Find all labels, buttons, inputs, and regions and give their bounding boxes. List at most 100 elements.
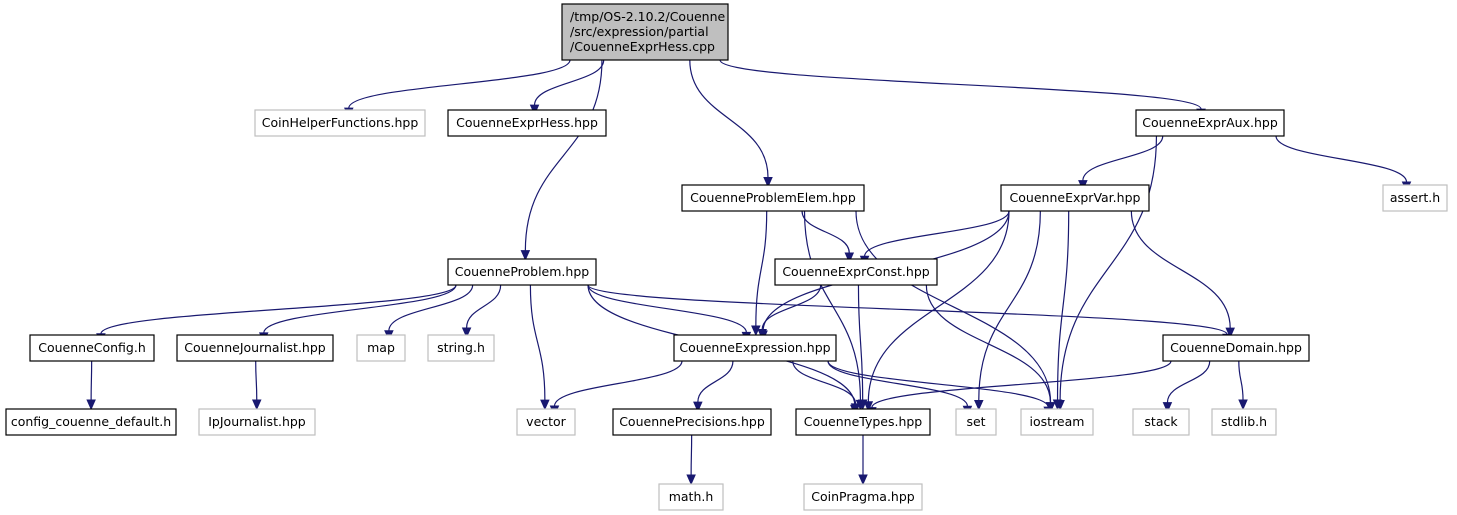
node-label: CouenneDomain.hpp — [1170, 340, 1302, 355]
edge-arrowhead — [757, 329, 767, 340]
node-label: CouenneExprVar.hpp — [1010, 190, 1141, 205]
node-stdlibh: stdlib.h — [1211, 408, 1277, 436]
edge-root-to-exprhess — [529, 59, 605, 116]
node-box — [803, 483, 923, 511]
node-box — [1132, 408, 1190, 436]
edge-exprvar-to-set — [974, 210, 1041, 411]
edge-problem-to-journalist — [258, 284, 457, 344]
node-stack: stack — [1132, 408, 1190, 436]
edge-line — [533, 59, 605, 106]
edge-expraux-to-iostream — [1055, 135, 1158, 411]
node-exprvar[interactable]: CouenneExprVar.hpp — [1000, 184, 1150, 212]
edge-exprvar-to-exprconst — [859, 210, 1010, 267]
node-coinhelper: CoinHelperFunctions.hpp — [254, 109, 426, 137]
edge-line — [587, 284, 747, 333]
node-label: IpJournalist.hpp — [208, 414, 306, 429]
edge-root-to-expraux — [719, 59, 1206, 120]
node-box — [1382, 184, 1448, 212]
node-expression[interactable]: CouenneExpression.hpp — [673, 334, 837, 362]
node-box — [29, 334, 155, 362]
node-label: iostream — [1030, 414, 1085, 429]
edge-arrowhead — [693, 401, 703, 413]
edge-arrowhead — [540, 399, 550, 411]
node-label: /CouenneExprHess.cpp — [570, 39, 715, 54]
node-label: CouenneExprHess.hpp — [456, 115, 598, 130]
node-box — [658, 483, 724, 511]
edge-arrowhead — [1162, 402, 1173, 413]
edge-arrowhead — [857, 399, 868, 411]
node-label: config_couenne_default.h — [11, 414, 171, 429]
node-box — [176, 334, 334, 362]
node-stringh: string.h — [427, 334, 495, 362]
edge-exprconst-to-expression — [757, 284, 822, 340]
node-box — [955, 408, 997, 436]
edge-problem-to-config — [96, 284, 457, 345]
edge-line — [755, 210, 768, 327]
node-label: CouenneExprAux.hpp — [1142, 115, 1278, 130]
edge-line — [1130, 210, 1231, 329]
node-domain[interactable]: CouenneDomain.hpp — [1162, 334, 1310, 362]
edge-line — [348, 59, 571, 109]
edge-line — [857, 284, 864, 401]
edge-exprvar-to-iostream — [1052, 210, 1070, 411]
edge-arrowhead — [863, 401, 874, 412]
edge-problemelem-to-exprconst — [801, 210, 855, 264]
edge-arrowhead — [86, 399, 96, 411]
edge-line — [827, 360, 969, 407]
node-label: CouenneExprConst.hpp — [782, 264, 929, 279]
node-box — [673, 334, 837, 362]
node-label: CouenneTypes.hpp — [804, 414, 923, 429]
node-set: set — [955, 408, 997, 436]
node-precisions[interactable]: CouennePrecisions.hpp — [612, 408, 772, 436]
node-label: set — [966, 414, 985, 429]
node-label: vector — [526, 414, 567, 429]
edge-domain-to-stack — [1162, 360, 1211, 413]
node-configdefault[interactable]: config_couenne_default.h — [5, 408, 177, 436]
node-label: CouennePrecisions.hpp — [619, 414, 765, 429]
edge-arrowhead — [520, 250, 531, 261]
node-config[interactable]: CouenneConfig.h — [29, 334, 155, 362]
node-expraux[interactable]: CouenneExprAux.hpp — [1135, 109, 1285, 137]
edge-arrowhead — [1052, 399, 1063, 411]
edge-arrowhead — [251, 399, 262, 411]
node-label: /tmp/OS-2.10.2/Couenne — [570, 9, 726, 24]
node-journalist[interactable]: CouenneJournalist.hpp — [176, 334, 334, 362]
node-box — [447, 258, 597, 286]
edge-line — [761, 284, 822, 330]
node-box — [1020, 408, 1094, 436]
edge-line — [388, 284, 474, 331]
node-label: CoinPragma.hpp — [811, 489, 914, 504]
node-exprhess[interactable]: CouenneExprHess.hpp — [447, 109, 607, 137]
node-label: stack — [1144, 414, 1178, 429]
edge-types-to-coinpragma — [858, 435, 868, 486]
edge-exprvar-to-types — [863, 210, 1010, 412]
edge-line — [587, 284, 1228, 335]
edge-line — [1166, 360, 1211, 403]
node-exprconst[interactable]: CouenneExprConst.hpp — [774, 258, 938, 286]
node-root[interactable]: /tmp/OS-2.10.2/Couenne/src/expression/pa… — [561, 3, 729, 61]
node-label: string.h — [437, 340, 485, 355]
edge-exprvar-to-domain — [1130, 210, 1235, 339]
node-vector: vector — [516, 408, 576, 436]
node-box — [561, 3, 729, 61]
node-problem[interactable]: CouenneProblem.hpp — [447, 258, 597, 286]
edge-line — [263, 284, 457, 334]
node-label: CouenneProblem.hpp — [455, 264, 589, 279]
edge-expression-to-set — [827, 360, 973, 417]
node-types[interactable]: CouenneTypes.hpp — [795, 408, 931, 436]
edge-arrowhead — [461, 327, 472, 339]
edge-problem-to-vector — [529, 284, 550, 411]
edge-line — [524, 59, 603, 251]
edge-journalist-to-ipjournalist — [251, 360, 262, 411]
nodes-layer: /tmp/OS-2.10.2/Couenne/src/expression/pa… — [5, 3, 1448, 511]
edge-line — [867, 210, 1010, 402]
node-box — [254, 109, 426, 137]
node-label: stdlib.h — [1221, 414, 1267, 429]
node-problemelem[interactable]: CouenneProblemElem.hpp — [681, 184, 865, 212]
edge-problem-to-map — [384, 284, 474, 341]
edge-line — [1059, 135, 1158, 401]
node-box — [612, 408, 772, 436]
node-box — [795, 408, 931, 436]
edge-expression-to-precisions — [693, 360, 734, 413]
edge-line — [1275, 135, 1408, 183]
